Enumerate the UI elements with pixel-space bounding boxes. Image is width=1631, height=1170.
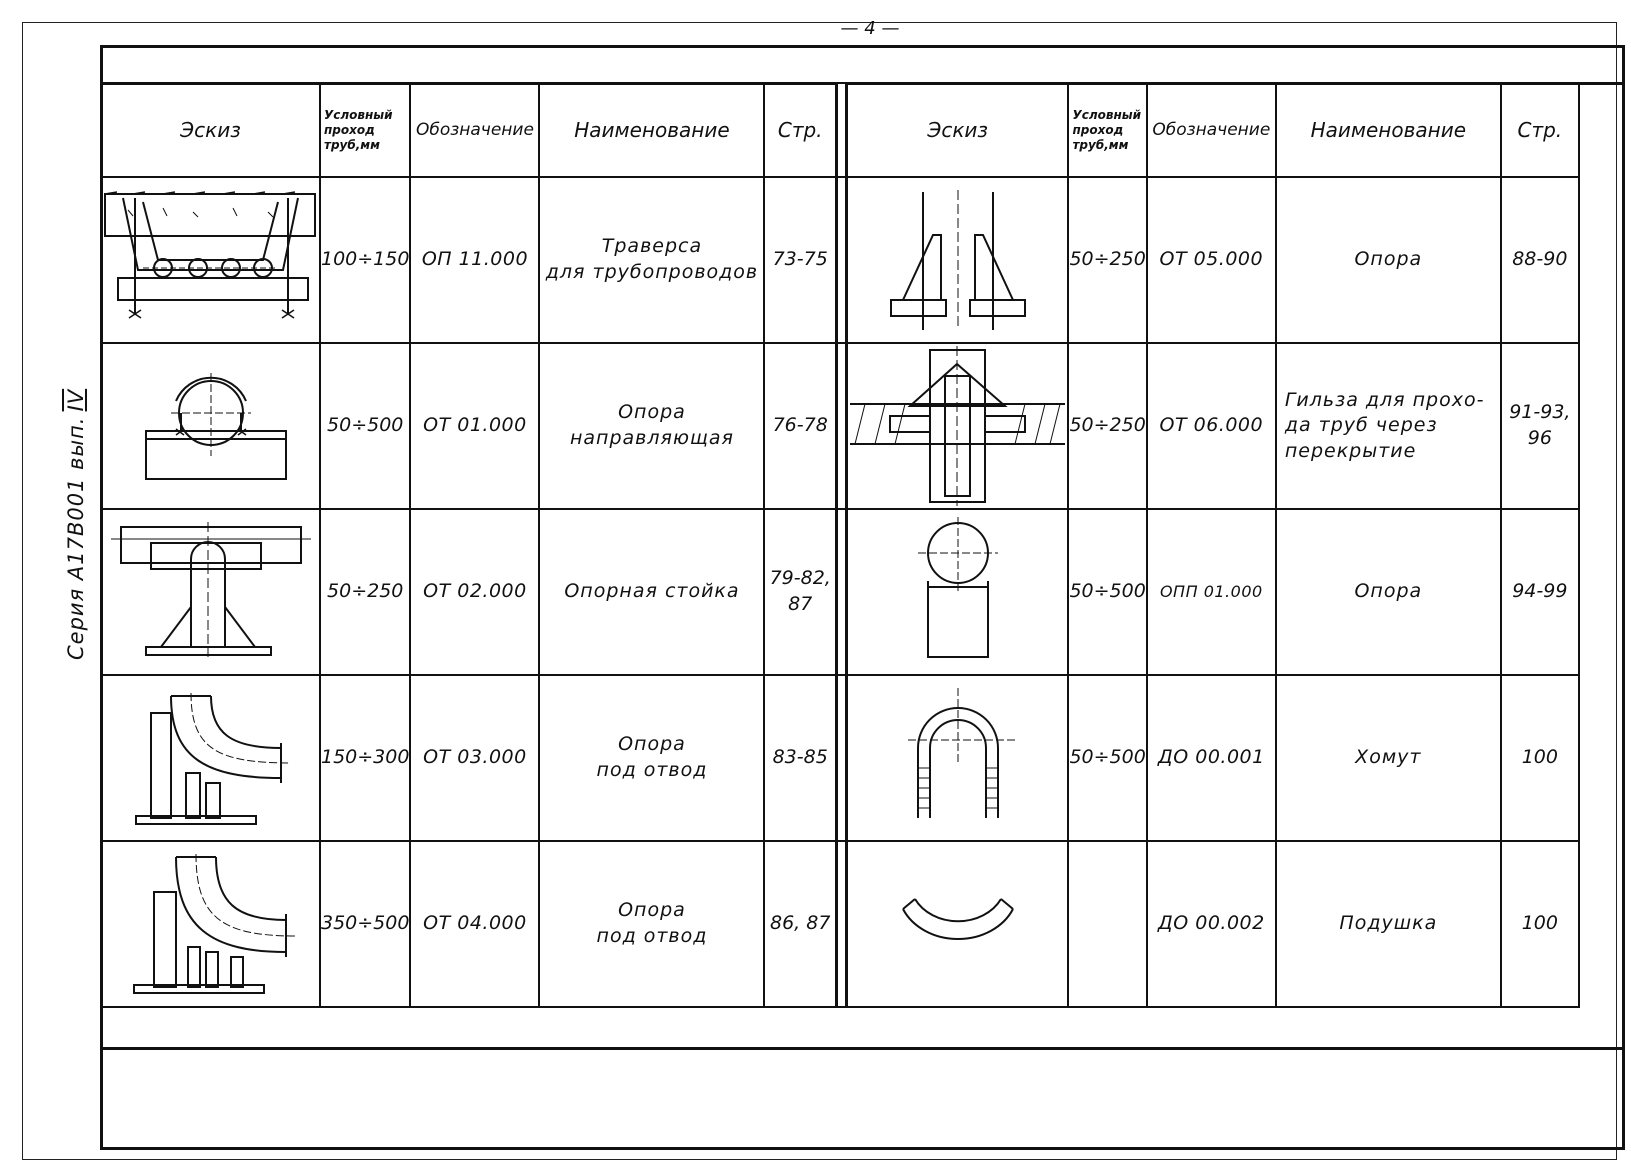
header-name-right: Наименование	[1274, 82, 1502, 178]
page-cell: 100	[1499, 840, 1580, 1008]
header-page-right: Стр.	[1499, 82, 1580, 178]
series-label: Серия А17В001 вып. IV	[64, 320, 104, 660]
guide-support-sketch	[100, 342, 321, 510]
name-cell: Опорная стойка	[538, 508, 766, 676]
dn-cell: 350÷500	[318, 840, 412, 1008]
dn-cell: 50÷500	[1067, 674, 1148, 842]
traverse-sketch	[100, 176, 321, 344]
header-page: Стр.	[763, 82, 838, 178]
code-cell: ОТ 01.000	[409, 342, 541, 510]
dn-cell: 150÷300	[318, 674, 412, 842]
column-separator	[834, 176, 848, 344]
code-cell: ДО 00.001	[1145, 674, 1277, 842]
pipe-support-sketch	[845, 508, 1070, 676]
dn-cell	[1067, 840, 1148, 1008]
code-cell: ДО 00.002	[1145, 840, 1277, 1008]
code-cell: ОТ 06.000	[1145, 342, 1277, 510]
table-row: 50÷250 ОТ 02.000 Опорная стойка 79-82,87…	[100, 508, 1580, 676]
dn-cell: 100÷150	[318, 176, 412, 344]
header-code: Обозначение	[409, 82, 541, 178]
support-post-sketch	[100, 508, 321, 676]
top-title-strip	[103, 48, 1622, 85]
bottom-title-strip-line	[103, 1047, 1622, 1050]
page-cell: 91-93,96	[1499, 342, 1580, 510]
sheet-outer-border	[22, 22, 1617, 1160]
dn-cell: 50÷250	[318, 508, 412, 676]
pad-sketch	[845, 840, 1070, 1008]
code-cell: ОП 11.000	[409, 176, 541, 344]
page-cell: 88-90	[1499, 176, 1580, 344]
name-cell: Опора	[1274, 508, 1502, 676]
elbow-support-sketch	[100, 674, 321, 842]
header-code-right: Обозначение	[1145, 82, 1277, 178]
column-separator	[834, 674, 848, 842]
code-cell: ОТ 04.000	[409, 840, 541, 1008]
page-cell: 86, 87	[763, 840, 838, 1008]
page-number: — 4 —	[840, 18, 900, 39]
name-cell: Подушка	[1274, 840, 1502, 1008]
page-cell: 100	[1499, 674, 1580, 842]
u-clamp-sketch	[845, 674, 1070, 842]
support-ribs-sketch	[845, 176, 1070, 344]
column-separator	[834, 508, 848, 676]
page-cell: 94-99	[1499, 508, 1580, 676]
header-sketch-right: Эскиз	[845, 82, 1070, 178]
page-cell: 73-75	[763, 176, 838, 344]
code-cell: ОПП 01.000	[1145, 508, 1277, 676]
sleeve-sketch	[845, 342, 1070, 510]
series-text: Серия А17В001 вып.	[64, 416, 88, 660]
code-cell: ОТ 02.000	[409, 508, 541, 676]
column-separator	[834, 840, 848, 1008]
elbow-support-large-sketch	[100, 840, 321, 1008]
header-sketch: Эскиз	[100, 82, 321, 178]
page-cell: 76-78	[763, 342, 838, 510]
name-cell: Опора	[1274, 176, 1502, 344]
dn-cell: 50÷250	[1067, 176, 1148, 344]
dn-cell: 50÷500	[1067, 508, 1148, 676]
name-cell: Хомут	[1274, 674, 1502, 842]
code-cell: ОТ 03.000	[409, 674, 541, 842]
dn-cell: 50÷500	[318, 342, 412, 510]
column-separator	[834, 82, 848, 178]
page-cell: 79-82,87	[763, 508, 838, 676]
page-cell: 83-85	[763, 674, 838, 842]
dn-cell: 50÷250	[1067, 342, 1148, 510]
column-separator	[834, 342, 848, 510]
series-roman: IV	[64, 388, 88, 412]
code-cell: ОТ 05.000	[1145, 176, 1277, 344]
header-name: Наименование	[538, 82, 766, 178]
